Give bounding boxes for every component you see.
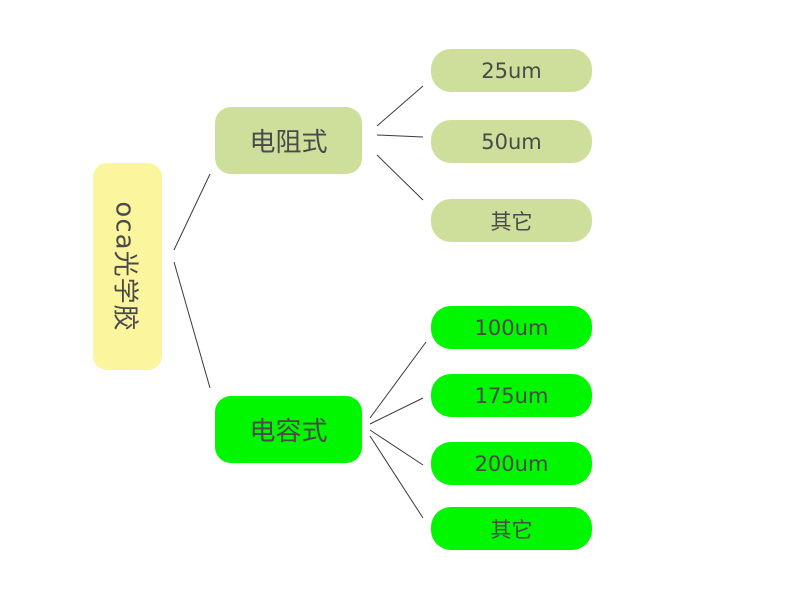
capacitive-leaf-other: 其它 <box>431 507 592 550</box>
capacitive-leaf-200um: 200um <box>431 442 592 485</box>
resistive-leaf-other: 其它 <box>431 199 592 242</box>
leaf-label: 175um <box>474 383 549 408</box>
root-node-oca-optical-adhesive: oca光学胶 <box>93 163 162 370</box>
connector-capacitive-to-100um <box>369 341 427 419</box>
resistive-leaf-50um: 50um <box>431 120 592 163</box>
leaf-label: 其它 <box>490 517 533 542</box>
leaf-label: 100um <box>474 315 549 340</box>
leaf-label: 25um <box>481 58 542 83</box>
capacitive-node: 电容式 <box>215 396 362 463</box>
leaf-label: 其它 <box>490 209 533 234</box>
connector-root-to-capacitive <box>173 261 211 389</box>
connector-root-to-resistive <box>173 173 211 251</box>
connector-capacitive-to-200um <box>369 429 424 466</box>
capacitive-leaf-100um: 100um <box>431 306 592 349</box>
resistive-leaf-25um: 25um <box>431 49 592 92</box>
connector-resistive-to-other <box>376 154 424 201</box>
resistive-node-label: 电阻式 <box>249 128 328 158</box>
root-node-label: oca光学胶 <box>110 201 141 332</box>
connector-resistive-to-50um <box>376 134 424 138</box>
connector-capacitive-to-other <box>369 435 424 519</box>
capacitive-leaf-175um: 175um <box>431 374 592 417</box>
leaf-label: 200um <box>474 451 549 476</box>
capacitive-node-label: 电容式 <box>249 417 328 447</box>
resistive-node: 电阻式 <box>215 107 362 174</box>
connector-capacitive-to-175um <box>369 397 424 425</box>
connector-resistive-to-25um <box>376 85 424 127</box>
leaf-label: 50um <box>481 129 542 154</box>
